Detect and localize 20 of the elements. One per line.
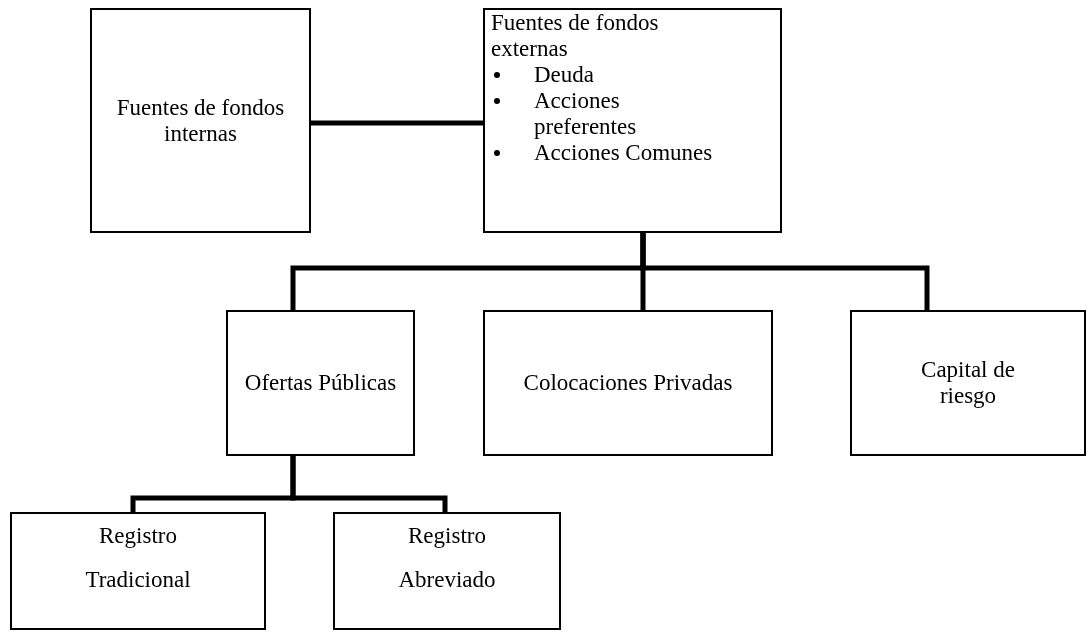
- bullet-item: Deuda: [534, 62, 596, 88]
- bullet-item: Acciones preferentes: [534, 88, 638, 140]
- box-label: Ofertas Públicas: [244, 370, 397, 396]
- connector-line: [290, 456, 448, 512]
- box-label: Registro Abreviado: [397, 522, 497, 594]
- box-label: Fuentes de fondos internas: [115, 94, 286, 147]
- process-box: [850, 310, 1086, 456]
- process-box: [333, 512, 561, 630]
- box-label: Capital de riesgo: [920, 357, 1016, 409]
- process-box: [226, 310, 415, 456]
- process-box: [10, 512, 266, 630]
- process-box: [483, 8, 782, 233]
- process-box: [90, 8, 311, 233]
- box-label: Registro Tradicional: [84, 522, 192, 594]
- bullet-item: Acciones Comunes: [534, 140, 714, 166]
- box-label: Fuentes de fondos externas: [491, 10, 660, 62]
- box-label: Colocaciones Privadas: [523, 370, 733, 396]
- process-box: [483, 310, 773, 456]
- connector-line: [311, 120, 483, 126]
- connector-line: [640, 233, 930, 310]
